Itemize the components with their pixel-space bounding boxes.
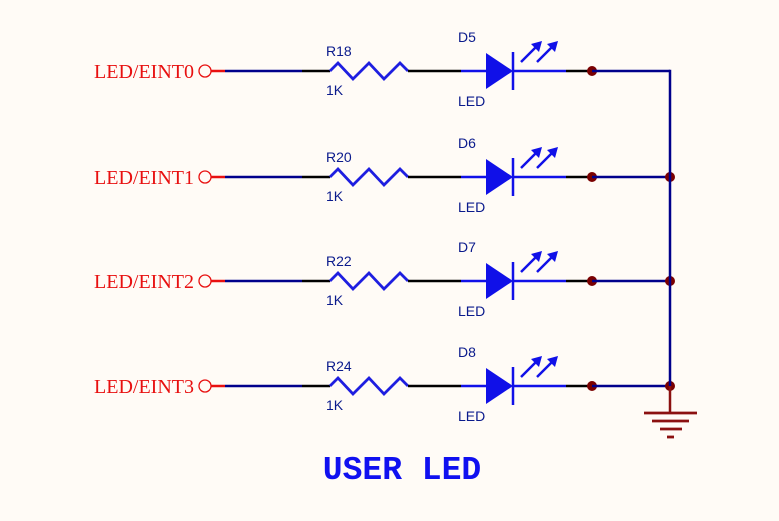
led-ref: D6 (458, 135, 476, 151)
port-label: LED/EINT0 (94, 61, 194, 83)
resistor-ref: R18 (326, 43, 352, 59)
port-connector[interactable] (198, 379, 212, 393)
led-value: LED (458, 408, 485, 424)
led-diode-icon (486, 53, 513, 89)
port-label: LED/EINT3 (94, 376, 194, 398)
light-arrowhead-icon (531, 251, 542, 262)
resistor-value: 1K (326, 82, 344, 98)
light-arrowhead-icon (547, 251, 558, 262)
light-arrowhead-icon (531, 356, 542, 367)
light-arrowhead-icon (547, 356, 558, 367)
resistor-icon (329, 375, 409, 397)
led-value: LED (458, 93, 485, 109)
led-diode-icon (486, 159, 513, 195)
resistor-ref: R24 (326, 358, 352, 374)
resistor-icon (329, 60, 409, 82)
led-diode-icon (486, 368, 513, 404)
led-ref: D5 (458, 29, 476, 45)
led-value: LED (458, 303, 485, 319)
resistor-icon (329, 270, 409, 292)
light-arrowhead-icon (531, 147, 542, 158)
resistor-value: 1K (326, 397, 344, 413)
light-arrowhead-icon (531, 41, 542, 52)
port-connector[interactable] (198, 170, 212, 184)
resistor-ref: R20 (326, 149, 352, 165)
light-arrowhead-icon (547, 41, 558, 52)
port-label: LED/EINT2 (94, 271, 194, 293)
port-label: LED/EINT1 (94, 167, 194, 189)
ground-icon (644, 386, 697, 439)
led-ref: D7 (458, 239, 476, 255)
led-value: LED (458, 199, 485, 215)
led-diode-icon (486, 263, 513, 299)
led-ref: D8 (458, 344, 476, 360)
resistor-value: 1K (326, 292, 344, 308)
resistor-ref: R22 (326, 253, 352, 269)
schematic-title: USER LED (323, 452, 481, 489)
resistor-icon (329, 166, 409, 188)
port-connector[interactable] (198, 274, 212, 288)
resistor-value: 1K (326, 188, 344, 204)
port-connector[interactable] (198, 64, 212, 78)
light-arrowhead-icon (547, 147, 558, 158)
